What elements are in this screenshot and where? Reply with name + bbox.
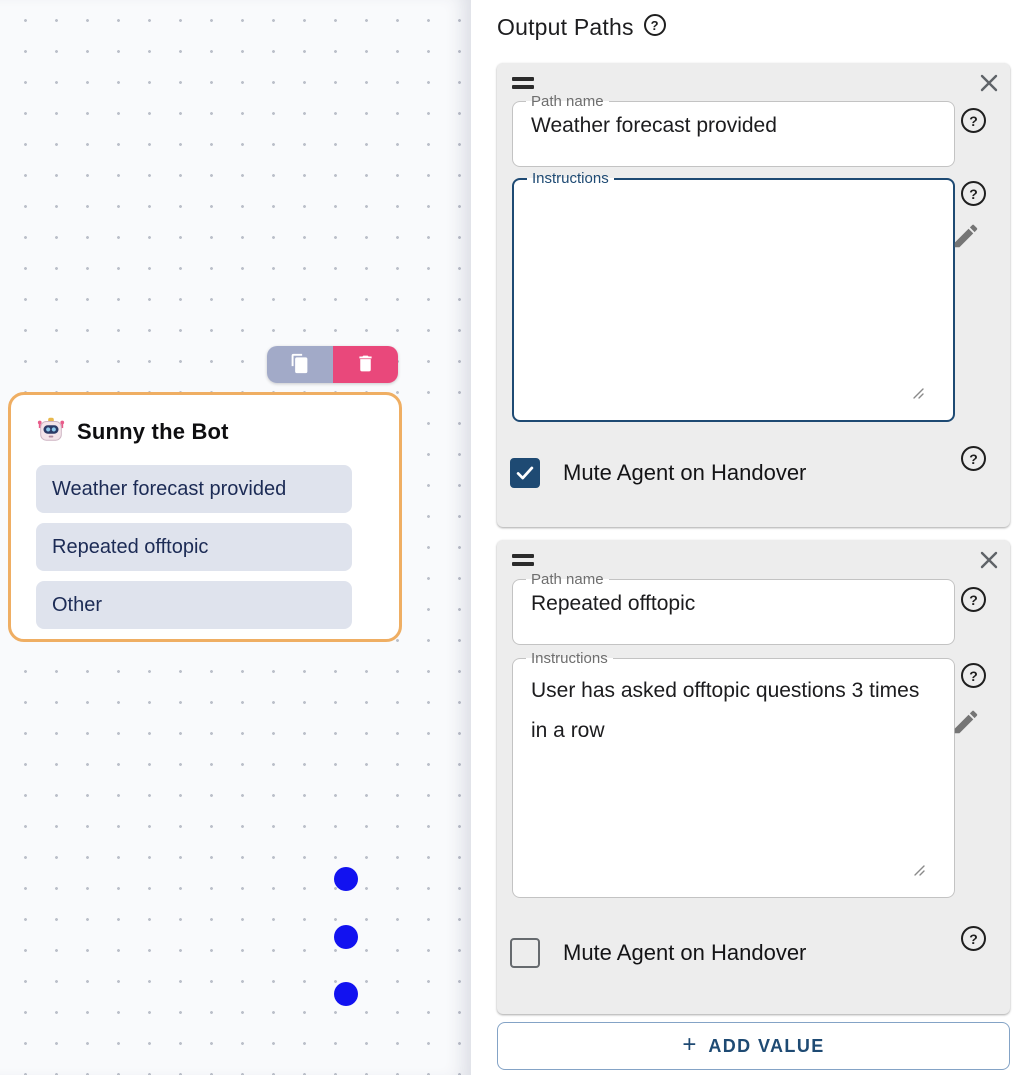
flow-canvas[interactable]: Sunny the Bot Weather forecast provided …: [0, 0, 471, 1075]
robot-icon: [36, 414, 66, 449]
path-name-input[interactable]: [531, 592, 936, 617]
output-port[interactable]: [334, 867, 358, 891]
output-path-card: Path name ? Instructions ? Mute Agent on…: [497, 63, 1010, 527]
help-circle-icon[interactable]: ?: [961, 108, 986, 133]
help-circle-icon[interactable]: ?: [961, 926, 986, 951]
settings-panel: Output Paths ? Path name ? Instructions …: [471, 0, 1019, 1075]
trash-icon: [355, 353, 376, 377]
node-path-label: Repeated offtopic: [52, 535, 209, 558]
agent-node[interactable]: Sunny the Bot Weather forecast provided …: [8, 392, 402, 1006]
mute-agent-label: Mute Agent on Handover: [563, 460, 807, 485]
instructions-textarea[interactable]: [532, 191, 935, 378]
resize-grip-icon[interactable]: [912, 387, 925, 400]
mute-agent-row: Mute Agent on Handover: [510, 458, 806, 488]
path-name-label: Path name: [531, 93, 604, 110]
add-value-label: ADD VALUE: [708, 1035, 825, 1056]
delete-node-button[interactable]: [332, 346, 398, 383]
help-circle-icon[interactable]: ?: [961, 181, 986, 206]
mute-agent-checkbox[interactable]: [510, 458, 540, 488]
add-value-button[interactable]: + ADD VALUE: [497, 1022, 1010, 1070]
path-name-field: Path name: [512, 93, 955, 167]
node-header: Sunny the Bot: [36, 414, 399, 449]
edit-pencil-icon[interactable]: [950, 221, 982, 253]
panel-header: Output Paths ?: [497, 14, 666, 41]
path-name-field: Path name: [512, 571, 955, 645]
instructions-textarea[interactable]: User has asked offtopic questions 3 time…: [531, 671, 936, 855]
instructions-label: Instructions: [531, 650, 608, 667]
close-icon[interactable]: [976, 71, 1002, 97]
mute-agent-row: Mute Agent on Handover: [510, 938, 806, 968]
instructions-field: Instructions User has asked offtopic que…: [512, 650, 955, 898]
drag-handle-icon[interactable]: [512, 554, 534, 567]
copy-icon: [289, 353, 310, 377]
node-path-label: Other: [52, 593, 103, 616]
help-circle-icon[interactable]: ?: [961, 587, 986, 612]
node-path-row[interactable]: Weather forecast provided: [36, 465, 352, 513]
node-path-row[interactable]: Repeated offtopic: [36, 523, 352, 571]
duplicate-node-button[interactable]: [267, 346, 333, 383]
path-name-input[interactable]: [531, 114, 936, 139]
node-toolbar: [267, 346, 398, 383]
edit-pencil-icon[interactable]: [950, 707, 982, 739]
plus-icon: +: [682, 1031, 697, 1058]
resize-grip-icon[interactable]: [913, 864, 926, 877]
help-circle-icon[interactable]: ?: [961, 446, 986, 471]
help-circle-icon[interactable]: ?: [961, 663, 986, 688]
panel-title: Output Paths: [497, 14, 634, 40]
drag-handle-icon[interactable]: [512, 77, 534, 90]
node-path-label: Weather forecast provided: [52, 477, 287, 500]
help-circle-icon[interactable]: ?: [643, 14, 666, 36]
close-icon[interactable]: [976, 548, 1002, 574]
output-path-card: Path name ? Instructions User has asked …: [497, 540, 1010, 1014]
node-title: Sunny the Bot: [77, 418, 229, 444]
path-name-label: Path name: [531, 571, 604, 588]
output-port[interactable]: [334, 925, 358, 949]
node-path-row[interactable]: Other: [36, 581, 352, 629]
instructions-field: Instructions: [512, 170, 955, 422]
mute-agent-checkbox[interactable]: [510, 938, 540, 968]
instructions-label: Instructions: [532, 170, 609, 187]
output-port[interactable]: [334, 982, 358, 1006]
mute-agent-label: Mute Agent on Handover: [563, 940, 807, 965]
